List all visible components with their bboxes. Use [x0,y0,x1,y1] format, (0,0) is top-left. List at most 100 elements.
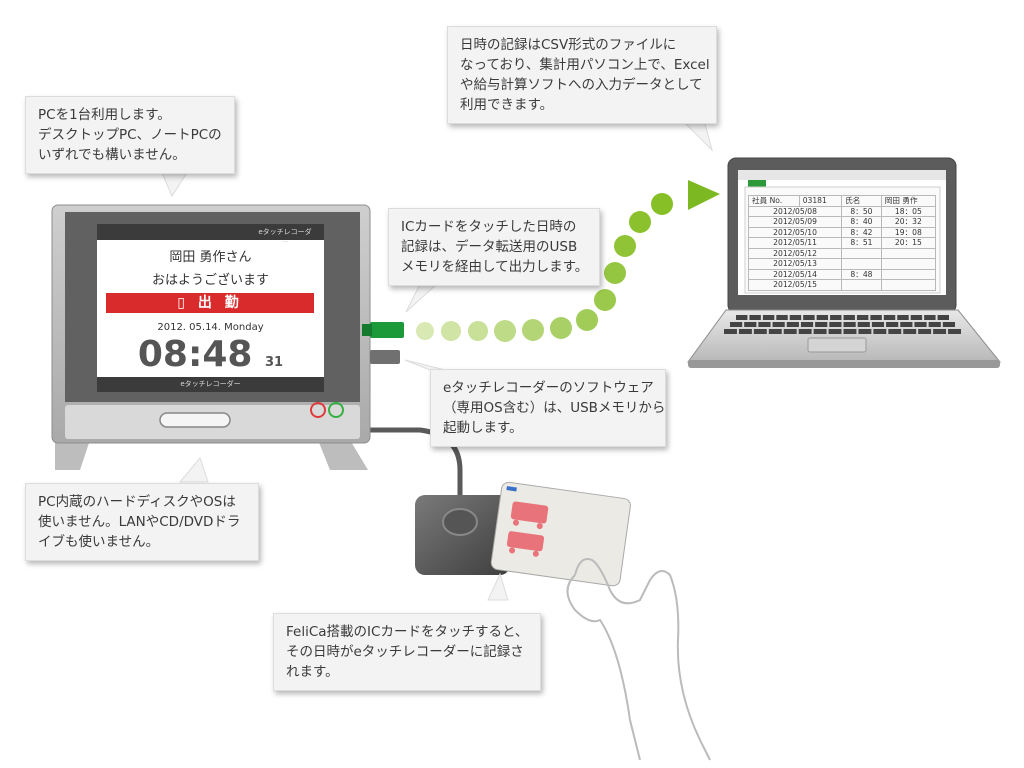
keyboard-key [843,322,856,327]
keyboard-key [813,329,827,334]
keyboard-key [871,322,885,327]
keyboard-key [903,329,917,334]
keyboard-key [888,329,902,334]
monitor-greeting: おはようございます [151,273,269,288]
keyboard-key [749,315,761,320]
attendance-clock-in: 8：48 [841,268,882,280]
hand-icon [566,558,711,761]
attendance-date: 2012/05/15 [747,279,843,291]
keyboard-key [798,329,812,334]
callout-software-boot: eタッチレコーダーのソフトウェア（専用OS含む）は、USBメモリから起動します。 [430,369,666,447]
employee-name-value: 岡田 勇作 [880,195,937,207]
keyboard-key [816,315,829,320]
keyboard-key [924,315,936,320]
data-flow-dots [416,180,720,342]
monitor-seconds: 31 [265,355,284,370]
employee-no-value: 03181 [798,195,843,207]
attendance-clock-in [841,247,882,259]
attendance-row: 2012/05/12 [747,247,937,259]
laptop-keyboard [724,315,961,334]
train-icon [506,501,549,557]
keyboard-key [910,315,923,320]
attendance-row: 2012/05/15 [747,279,937,291]
attendance-clock-out: 19：08 [880,226,937,238]
keyboard-key [883,315,896,320]
attendance-date: 2012/05/11 [747,237,843,249]
keyboard-key [758,322,771,327]
keyboard-key [800,322,814,327]
attendance-clock-in: 8：42 [841,226,882,238]
felica-ic-card [490,481,631,587]
keyboard-key [724,329,737,334]
callout-pc-usage: PCを1台利用します。デスクトップPC、ノートPCのいずれでも構いません。 [25,96,235,174]
monitor-status: ▯ 出 勤 [106,293,314,313]
keyboard-key [858,329,872,334]
keyboard-key [928,322,941,327]
monitor-date: 2012. 05.14. Monday [157,322,264,333]
keyboard-key [768,329,782,334]
monitor-footer-brand: eタッチレコーダー [180,380,241,388]
attendance-header-row: 社員 No. 03181 氏名 岡田 勇作 [748,195,937,207]
attendance-date: 2012/05/08 [747,205,843,217]
keyboard-key [803,315,815,320]
keyboard-key [776,315,788,320]
keyboard-key [918,329,932,334]
keyboard-key [914,322,927,327]
keyboard-key [843,329,857,334]
keyboard-key [886,322,899,327]
callout-pointers [159,119,713,601]
keyboard-key [870,315,882,320]
attendance-date: 2012/05/13 [747,258,843,270]
keyboard-key [937,315,949,320]
keyboard-key [762,315,775,320]
keyboard-key [856,315,869,320]
attendance-clock-in: 8：40 [841,216,882,228]
attendance-clock-in [841,258,882,270]
monitor-time: 08:48 31 [97,333,324,385]
callout-felica-touch: FeliCa搭載のICカードをタッチすると、その日時がeタッチレコーダーに記録さ… [273,613,541,691]
desktop-pc [51,204,371,470]
keyboard-key [828,329,842,334]
callout-no-hdd: PC内蔵のハードディスクやOSは使いません。LANやCD/DVDドライブも使いま… [25,483,259,561]
keyboard-key [829,322,842,327]
keyboard-key [783,329,797,334]
keyboard-key [843,315,855,320]
attendance-clock-out: 20：15 [880,237,937,249]
keyboard-key [789,315,802,320]
keyboard-key [873,329,887,334]
attendance-date: 2012/05/12 [747,247,843,259]
keyboard-key [830,315,842,320]
attendance-clock-in: 8：51 [841,237,882,249]
attendance-date: 2012/05/10 [747,226,843,238]
attendance-date: 2012/05/14 [747,268,843,280]
attendance-clock-out [880,258,937,270]
keyboard-key [948,329,961,334]
attendance-clock-out [880,279,937,291]
employee-name-label: 氏名 [841,195,882,207]
keyboard-key [815,322,828,327]
keyboard-key [772,322,785,327]
ic-card-reader-icon [415,495,510,575]
keyboard-key [736,315,748,320]
monitor-status-label: 出 勤 [197,295,243,311]
attendance-clock-out [880,268,937,280]
monitor-user-name: 岡田 勇作さん [169,250,252,265]
attendance-clock-out: 18：05 [880,205,937,217]
status-door-icon: ▯ [177,295,189,311]
keyboard-key [730,322,743,327]
attendance-clock-out: 20：32 [880,216,937,228]
keyboard-key [738,329,752,334]
keyboard-key [900,322,913,327]
monitor-header-brand: eタッチレコーダー [258,228,312,246]
keyboard-key [786,322,799,327]
attendance-clock-in [841,279,882,291]
attendance-row: 2012/05/13 [747,258,937,270]
arrow-right-icon [688,180,720,210]
